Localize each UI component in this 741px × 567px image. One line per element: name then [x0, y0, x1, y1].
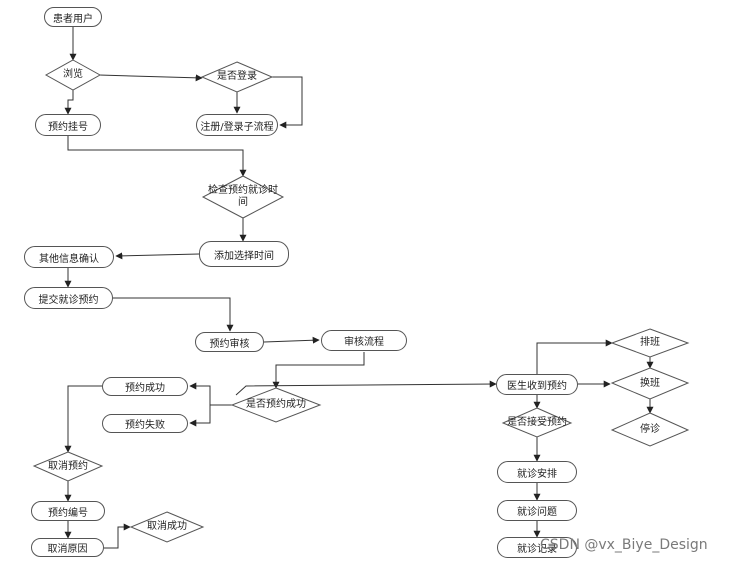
- node-other-info-confirm[interactable]: 其他信息确认: [24, 246, 114, 268]
- decision-shift-change: [610, 367, 690, 400]
- edge-review-process: [263, 336, 320, 344]
- edge-login-check-register: [270, 76, 303, 129]
- decision-check-time: [201, 175, 285, 219]
- label-shift-change: 换班: [640, 377, 660, 389]
- node-register-login[interactable]: 注册/登录子流程: [196, 114, 278, 136]
- node-review-process[interactable]: 审核流程: [321, 330, 407, 351]
- node-cancel-reason[interactable]: 取消原因: [31, 538, 104, 557]
- edge-booking-check-time: [67, 136, 247, 177]
- label-cancel-booking: 取消预约: [48, 460, 88, 472]
- decision-cancel-booking: [32, 451, 104, 482]
- decision-stop-clinic: [610, 412, 690, 447]
- edge-browse-login-check: [98, 74, 203, 82]
- edge-add-time-other-info: [115, 252, 200, 260]
- label-is-booking-success: 是否预约成功: [246, 399, 306, 410]
- label-check-time-line1: 检查预约就诊时: [208, 185, 278, 196]
- edge-reason-cancel-success: [104, 523, 131, 549]
- label-stop-clinic: 停诊: [640, 423, 660, 435]
- edge-check-doctor: [235, 380, 497, 396]
- decision-is-booking-success: [230, 387, 322, 423]
- label-check-time-line2: 间: [238, 197, 248, 208]
- label-browse: 浏览: [63, 69, 83, 80]
- label-cancel-success: 取消成功: [147, 521, 187, 532]
- node-booking-success[interactable]: 预约成功: [102, 377, 188, 396]
- label-schedule: 排班: [640, 337, 660, 348]
- node-book-registration[interactable]: 预约挂号: [35, 114, 101, 136]
- edge-check-fail: [189, 404, 236, 427]
- node-visit-record[interactable]: 就诊记录: [497, 537, 577, 558]
- edge-browse-booking: [64, 90, 74, 115]
- node-booking-review[interactable]: 预约审核: [195, 332, 264, 352]
- node-booking-number[interactable]: 预约编号: [31, 501, 105, 521]
- node-doctor-receives[interactable]: 医生收到预约: [496, 374, 578, 395]
- edge-submit-review: [113, 297, 234, 332]
- node-visit-issue[interactable]: 就诊问题: [497, 500, 577, 521]
- label-accept-booking: 是否接受预约: [507, 416, 567, 428]
- decision-cancel-success: [129, 511, 205, 543]
- node-patient-user[interactable]: 患者用户: [44, 7, 102, 27]
- label-check-time: 检查预约就诊时 间: [203, 181, 283, 213]
- edge-doctor-schedule: [536, 339, 613, 374]
- decision-accept-booking: [501, 407, 573, 438]
- decision-schedule: [610, 328, 690, 358]
- decision-browse: [44, 59, 102, 91]
- label-is-logged-in: 是否登录: [217, 71, 257, 82]
- decision-is-logged-in: [200, 61, 274, 93]
- node-submit-booking[interactable]: 提交就诊预约: [24, 287, 113, 309]
- node-add-time[interactable]: 添加选择时间: [199, 241, 289, 267]
- edge-process-success-check: [272, 352, 365, 389]
- watermark: CSDN @vx_Biye_Design: [540, 537, 708, 553]
- node-visit-arrangement[interactable]: 就诊安排: [497, 461, 577, 483]
- edge-success-cancel: [64, 385, 102, 453]
- edge-check-success: [189, 382, 236, 406]
- node-booking-fail[interactable]: 预约失败: [102, 414, 188, 433]
